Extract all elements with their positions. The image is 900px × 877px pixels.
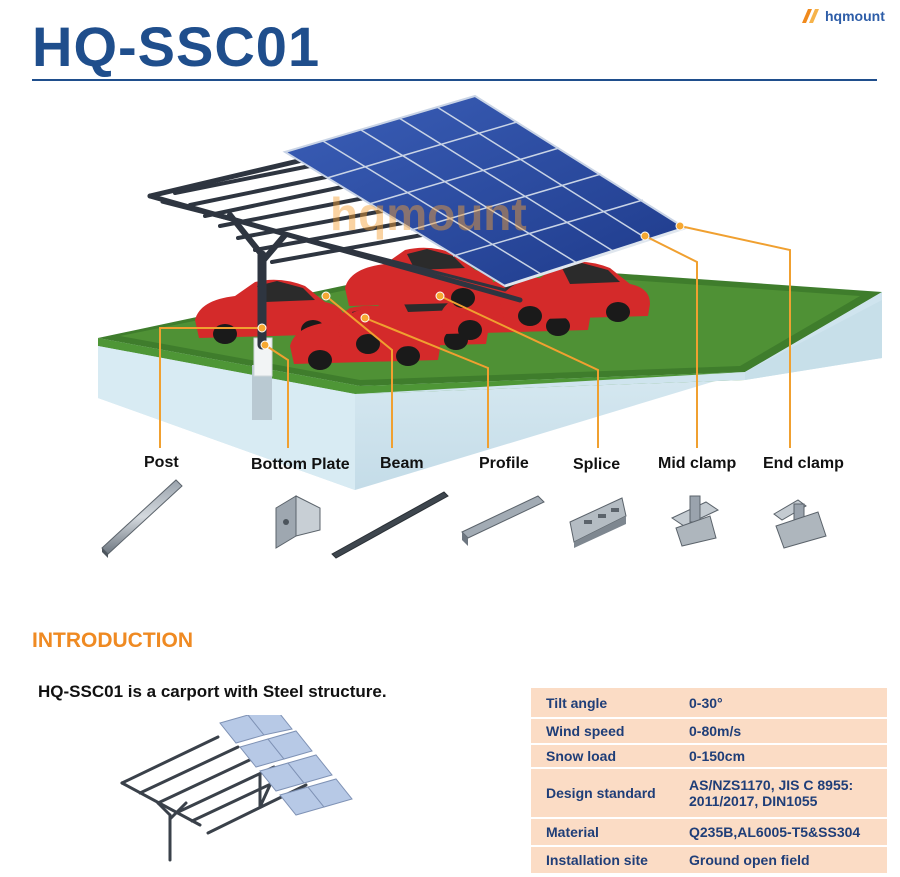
part-label-profile: Profile bbox=[479, 455, 529, 472]
spec-value-line: AS/NZS1170, JIS C 8955: bbox=[689, 777, 854, 793]
brand-logo: hqmount bbox=[800, 7, 885, 25]
table-row: Material Q235B,AL6005-T5&SS304 bbox=[531, 818, 887, 847]
part-label-splice: Splice bbox=[573, 456, 621, 473]
part-label-bottom-plate: Bottom Plate bbox=[251, 456, 350, 473]
leader-lines bbox=[159, 225, 791, 448]
spec-value: 0-30° bbox=[674, 688, 887, 719]
table-row: Wind speed 0-80m/s bbox=[531, 718, 887, 745]
part-label-post: Post bbox=[144, 454, 179, 471]
logo-mark-icon bbox=[802, 9, 819, 23]
carport-frame-illustration bbox=[120, 715, 353, 862]
profile-part-image bbox=[461, 495, 545, 546]
spec-key: Design standard bbox=[531, 768, 674, 819]
table-row: Design standard AS/NZS1170, JIS C 8955: … bbox=[531, 768, 887, 819]
watermark-text: hqmount bbox=[330, 188, 527, 240]
post-foundation bbox=[252, 365, 272, 420]
leader-dots bbox=[257, 221, 685, 350]
title-divider bbox=[32, 79, 877, 81]
specification-table: Tilt angle 0-30° Wind speed 0-80m/s Snow… bbox=[531, 688, 887, 875]
spec-value: Ground open field bbox=[674, 846, 887, 875]
page-title: HQ-SSC01 bbox=[32, 15, 321, 78]
introduction-description: HQ-SSC01 is a carport with Steel structu… bbox=[38, 682, 387, 701]
table-row: Snow load 0-150cm bbox=[531, 744, 887, 769]
spec-key: Tilt angle bbox=[531, 688, 674, 719]
mid-clamp-part-image bbox=[670, 495, 720, 547]
spec-value: AS/NZS1170, JIS C 8955: 2011/2017, DIN10… bbox=[674, 768, 887, 819]
post-part-image bbox=[101, 479, 183, 558]
end-clamp-part-image bbox=[773, 499, 827, 549]
spec-key: Material bbox=[531, 818, 674, 847]
introduction-heading: INTRODUCTION bbox=[32, 629, 193, 652]
carport-illustration: hqmount bbox=[98, 94, 882, 490]
splice-part-image bbox=[569, 497, 627, 548]
spec-value-line: 2011/2017, DIN1055 bbox=[689, 793, 818, 809]
table-row: Installation site Ground open field bbox=[531, 846, 887, 875]
beam-part-image bbox=[331, 491, 449, 559]
part-label-beam: Beam bbox=[380, 455, 424, 472]
spec-value: 0-80m/s bbox=[674, 718, 887, 745]
spec-key: Wind speed bbox=[531, 718, 674, 745]
part-label-mid-clamp: Mid clamp bbox=[658, 455, 737, 472]
logo-text: hqmount bbox=[825, 8, 885, 24]
spec-key: Snow load bbox=[531, 744, 674, 769]
bottom-plate-part-image bbox=[275, 495, 321, 549]
spec-key: Installation site bbox=[531, 846, 674, 875]
table-row: Tilt angle 0-30° bbox=[531, 688, 887, 719]
spec-value: Q235B,AL6005-T5&SS304 bbox=[674, 818, 887, 847]
part-label-end-clamp: End clamp bbox=[763, 455, 844, 472]
spec-value: 0-150cm bbox=[674, 744, 887, 769]
